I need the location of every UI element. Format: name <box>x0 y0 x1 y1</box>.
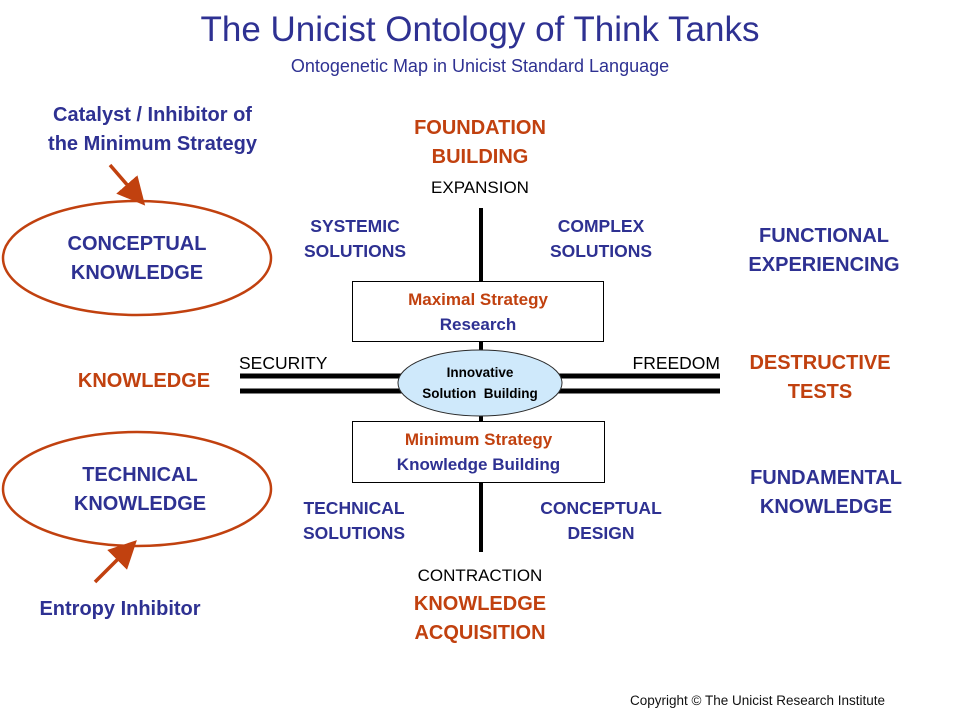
quadrant-top-right: COMPLEX SOLUTIONS <box>521 214 681 264</box>
page-subtitle: Ontogenetic Map in Unicist Standard Lang… <box>290 56 670 76</box>
acquisition-line1: KNOWLEDGE <box>413 593 547 615</box>
fundamental-knowledge-label: FUNDAMENTAL KNOWLEDGE <box>726 464 926 522</box>
catalyst-label: Catalyst / Inhibitor of the Minimum Stra… <box>20 101 285 159</box>
quadrant-top-right-line1: COMPLEX <box>557 216 645 236</box>
knowledge-acquisition-label: KNOWLEDGE ACQUISITION <box>380 590 580 648</box>
quadrant-bottom-left-line1: TECHNICAL <box>303 498 405 518</box>
minimum-strategy-title: Minimum Strategy <box>404 430 553 449</box>
quadrant-bottom-left-line2: SOLUTIONS <box>302 523 406 543</box>
catalyst-label-line1: Catalyst / Inhibitor of <box>53 104 252 126</box>
fundamental-line2: KNOWLEDGE <box>759 496 893 518</box>
acquisition-line2: ACQUISITION <box>414 622 546 644</box>
destructive-tests-label: DESTRUCTIVE TESTS <box>720 349 920 407</box>
knowledge-label: KNOWLEDGE <box>77 370 211 392</box>
foundation-line1: FOUNDATION <box>414 117 546 139</box>
catalyst-label-line2: the Minimum Strategy <box>48 133 257 155</box>
quadrant-top-left: SYSTEMIC SOLUTIONS <box>275 214 435 264</box>
quadrant-top-right-line2: SOLUTIONS <box>549 241 653 261</box>
entropy-arrow <box>93 540 137 584</box>
quadrant-bottom-right-line1: CONCEPTUAL <box>540 498 662 518</box>
conceptual-knowledge-line1: CONCEPTUAL <box>67 233 207 255</box>
destructive-line1: DESTRUCTIVE <box>749 352 891 374</box>
maximal-strategy-box: Maximal Strategy Research <box>352 281 604 342</box>
technical-knowledge-line1: TECHNICAL <box>82 464 198 486</box>
catalyst-arrow <box>108 163 146 206</box>
maximal-strategy-title: Maximal Strategy <box>408 289 548 309</box>
functional-experiencing-label: FUNCTIONAL EXPERIENCING <box>724 222 924 280</box>
fundamental-line1: FUNDAMENTAL <box>750 467 902 489</box>
minimum-strategy-subtitle: Knowledge Building <box>396 455 561 474</box>
center-ellipse <box>397 349 563 417</box>
foundation-line2: BUILDING <box>431 146 529 168</box>
technical-knowledge-ellipse <box>1 430 273 548</box>
maximal-strategy-subtitle: Research <box>439 314 517 334</box>
quadrant-bottom-right-line2: DESIGN <box>567 523 635 543</box>
contraction-label: CONTRACTION <box>417 566 543 585</box>
technical-knowledge-line2: KNOWLEDGE <box>73 493 207 515</box>
page-title: The Unicist Ontology of Think Tanks <box>200 10 760 49</box>
center-line1: Innovative <box>446 365 514 380</box>
center-line2: Solution Building <box>422 386 538 401</box>
freedom-label: FREEDOM <box>632 353 721 373</box>
destructive-line2: TESTS <box>787 381 853 403</box>
foundation-building-label: FOUNDATION BUILDING <box>380 114 580 172</box>
functional-line1: FUNCTIONAL <box>759 225 889 247</box>
conceptual-knowledge-label: CONCEPTUAL KNOWLEDGE <box>37 230 237 288</box>
quadrant-top-left-line2: SOLUTIONS <box>303 241 407 261</box>
security-label: SECURITY <box>239 353 328 373</box>
innovative-solution-building: Innovative Solution Building <box>400 362 560 404</box>
quadrant-bottom-right: CONCEPTUAL DESIGN <box>511 496 691 546</box>
copyright-notice: Copyright © The Unicist Research Institu… <box>630 693 886 708</box>
quadrant-bottom-left: TECHNICAL SOLUTIONS <box>274 496 434 546</box>
minimum-strategy-box: Minimum Strategy Knowledge Building <box>352 421 605 483</box>
quadrant-top-left-line1: SYSTEMIC <box>310 216 400 236</box>
conceptual-knowledge-line2: KNOWLEDGE <box>70 262 204 284</box>
expansion-label: EXPANSION <box>431 178 529 197</box>
technical-knowledge-label: TECHNICAL KNOWLEDGE <box>40 461 240 519</box>
entropy-inhibitor-label: Entropy Inhibitor <box>39 598 201 620</box>
functional-line2: EXPERIENCING <box>748 254 900 276</box>
